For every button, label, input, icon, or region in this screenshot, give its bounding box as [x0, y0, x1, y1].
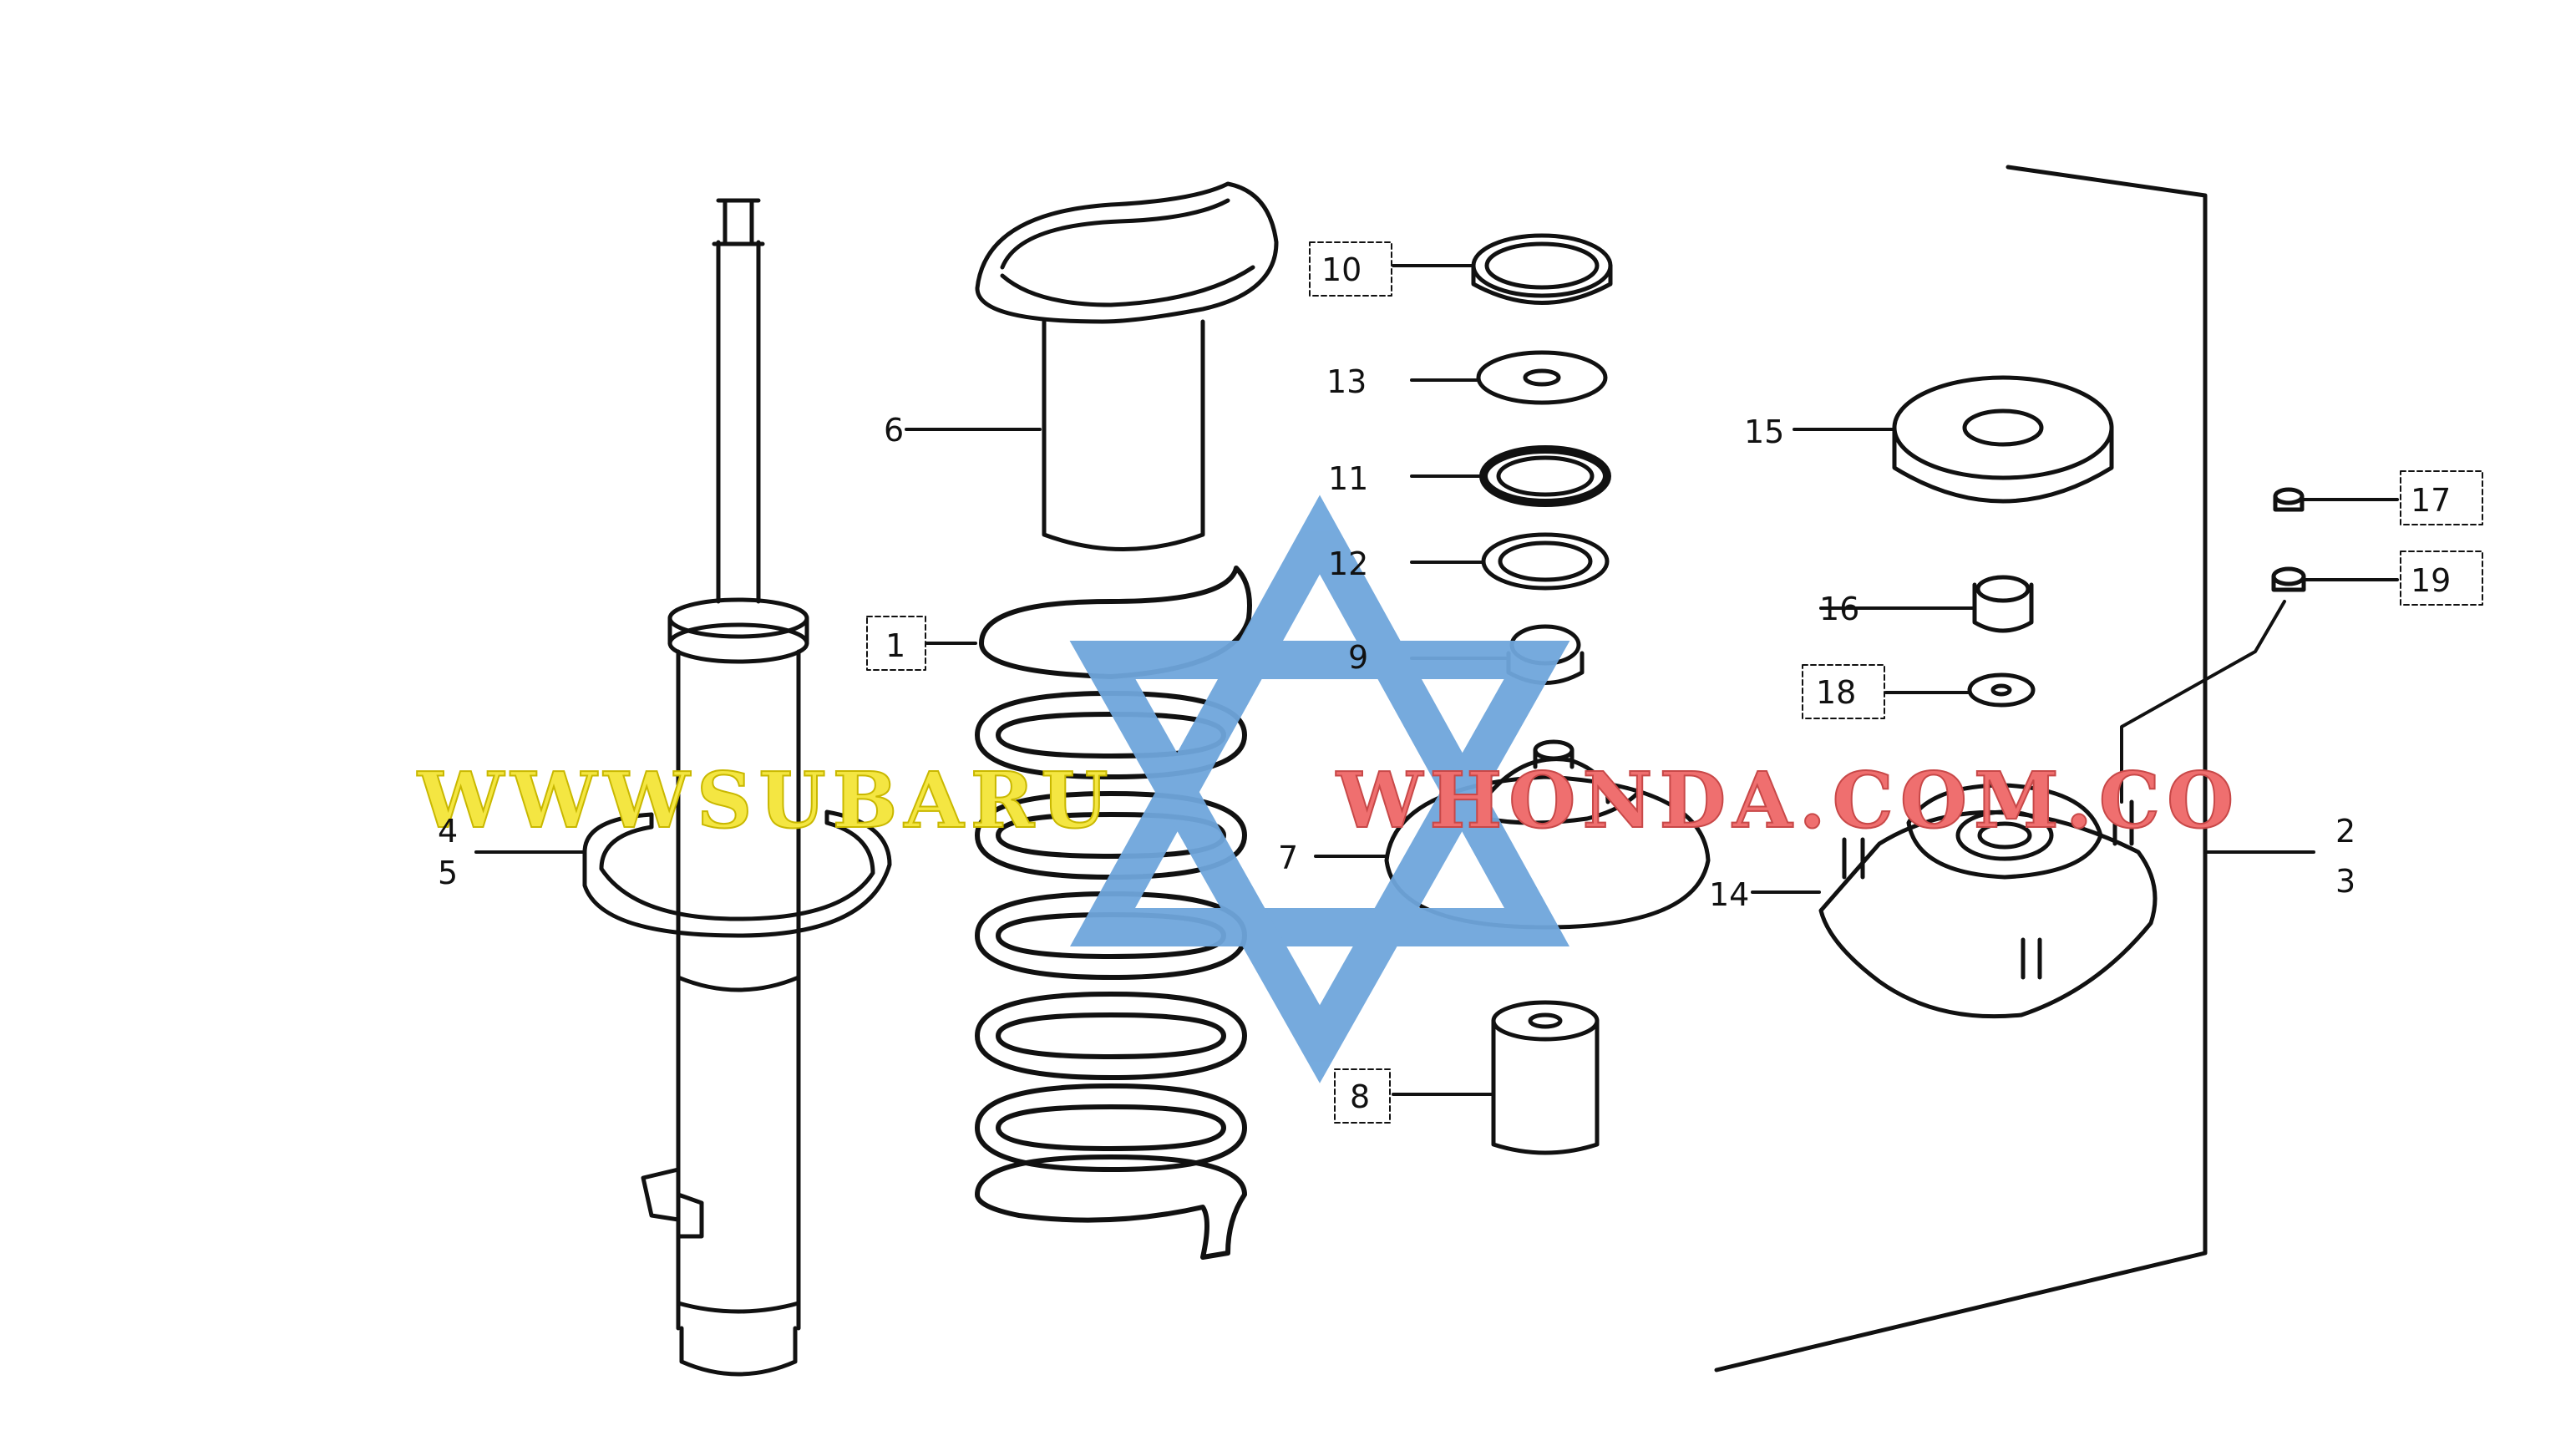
leader-lines: [474, 264, 2399, 1096]
callout-4: 4: [438, 813, 458, 850]
callout-9: 9: [1348, 639, 1368, 676]
callout-1: 1: [885, 627, 905, 664]
watermark-left-text: WWWSUBARU: [417, 755, 1114, 845]
callout-boxes: [866, 241, 2483, 1124]
callout-8: 8: [1350, 1078, 1370, 1115]
callout-12: 12: [1328, 545, 1368, 582]
watermark: WWWSUBARU WHONDA.COM.CO: [416, 495, 2240, 1083]
dust-boot: [975, 181, 1279, 551]
callout-labels: 1 2 3 4 5 6 7 8 9 10 11 12 13 14 15 16 1…: [438, 251, 2451, 1115]
upper-mount: [1818, 375, 2306, 1019]
strut-assembly: [582, 198, 892, 1377]
star-of-david-icon: [1069, 495, 1570, 1083]
callout-17: 17: [2411, 482, 2451, 519]
callout-6: 6: [884, 412, 904, 449]
callout-5: 5: [438, 855, 458, 891]
callout-3: 3: [2335, 863, 2355, 900]
callout-18: 18: [1816, 674, 1856, 711]
callout-15: 15: [1744, 414, 1784, 450]
watermark-right-text: WHONDA.COM.CO: [1336, 755, 2240, 845]
callout-16: 16: [1819, 591, 1859, 627]
callout-14: 14: [1709, 876, 1749, 913]
callout-11: 11: [1328, 460, 1368, 497]
callout-13: 13: [1326, 363, 1367, 400]
group-bracket: [1714, 165, 2208, 1373]
parts-column: [1384, 233, 1711, 1155]
callout-2: 2: [2335, 813, 2355, 850]
callout-7: 7: [1278, 840, 1298, 876]
callout-19: 19: [2411, 562, 2451, 599]
callout-10: 10: [1321, 251, 1362, 288]
